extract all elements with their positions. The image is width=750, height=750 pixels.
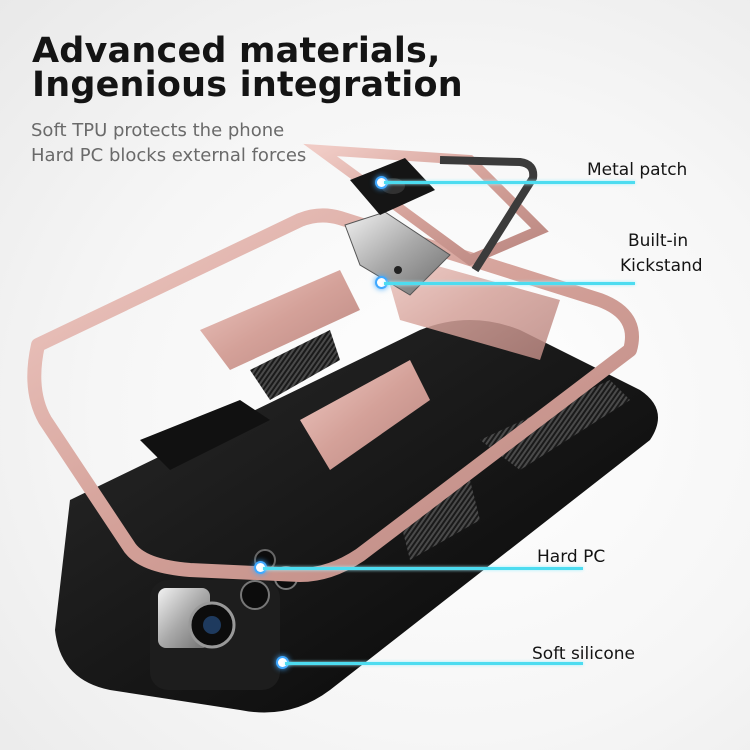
callout-dot-icon bbox=[278, 658, 287, 667]
callout-label-kickstand-line-2: Kickstand bbox=[620, 256, 703, 276]
callout-line bbox=[263, 567, 583, 570]
callout-label-kickstand-line-1: Built-in bbox=[628, 231, 689, 251]
subtitle-line-2: Hard PC blocks external forces bbox=[31, 145, 307, 166]
callout-line bbox=[285, 662, 583, 665]
title-line-2: Ingenious integration bbox=[32, 65, 463, 105]
callout-label-soft-silicone: Soft silicone bbox=[532, 644, 635, 664]
callout-dot-icon bbox=[377, 278, 386, 287]
callout-label-metal-patch: Metal patch bbox=[587, 160, 688, 180]
metal-patch bbox=[350, 158, 435, 215]
callout-line bbox=[384, 282, 635, 285]
callout-dot-icon bbox=[377, 178, 386, 187]
soft-silicone-case bbox=[55, 320, 658, 713]
subtitle-line-1: Soft TPU protects the phone bbox=[31, 120, 285, 141]
kickstand bbox=[344, 156, 538, 296]
subtitle: Soft TPU protects the phone Hard PC bloc… bbox=[31, 118, 306, 168]
callout-dot-icon bbox=[256, 563, 265, 572]
callout-line bbox=[384, 181, 635, 184]
title: Advanced materials, Ingenious integratio… bbox=[32, 31, 463, 105]
title-line-1: Advanced materials, bbox=[32, 31, 441, 71]
callout-label-hard-pc: Hard PC bbox=[537, 547, 606, 567]
